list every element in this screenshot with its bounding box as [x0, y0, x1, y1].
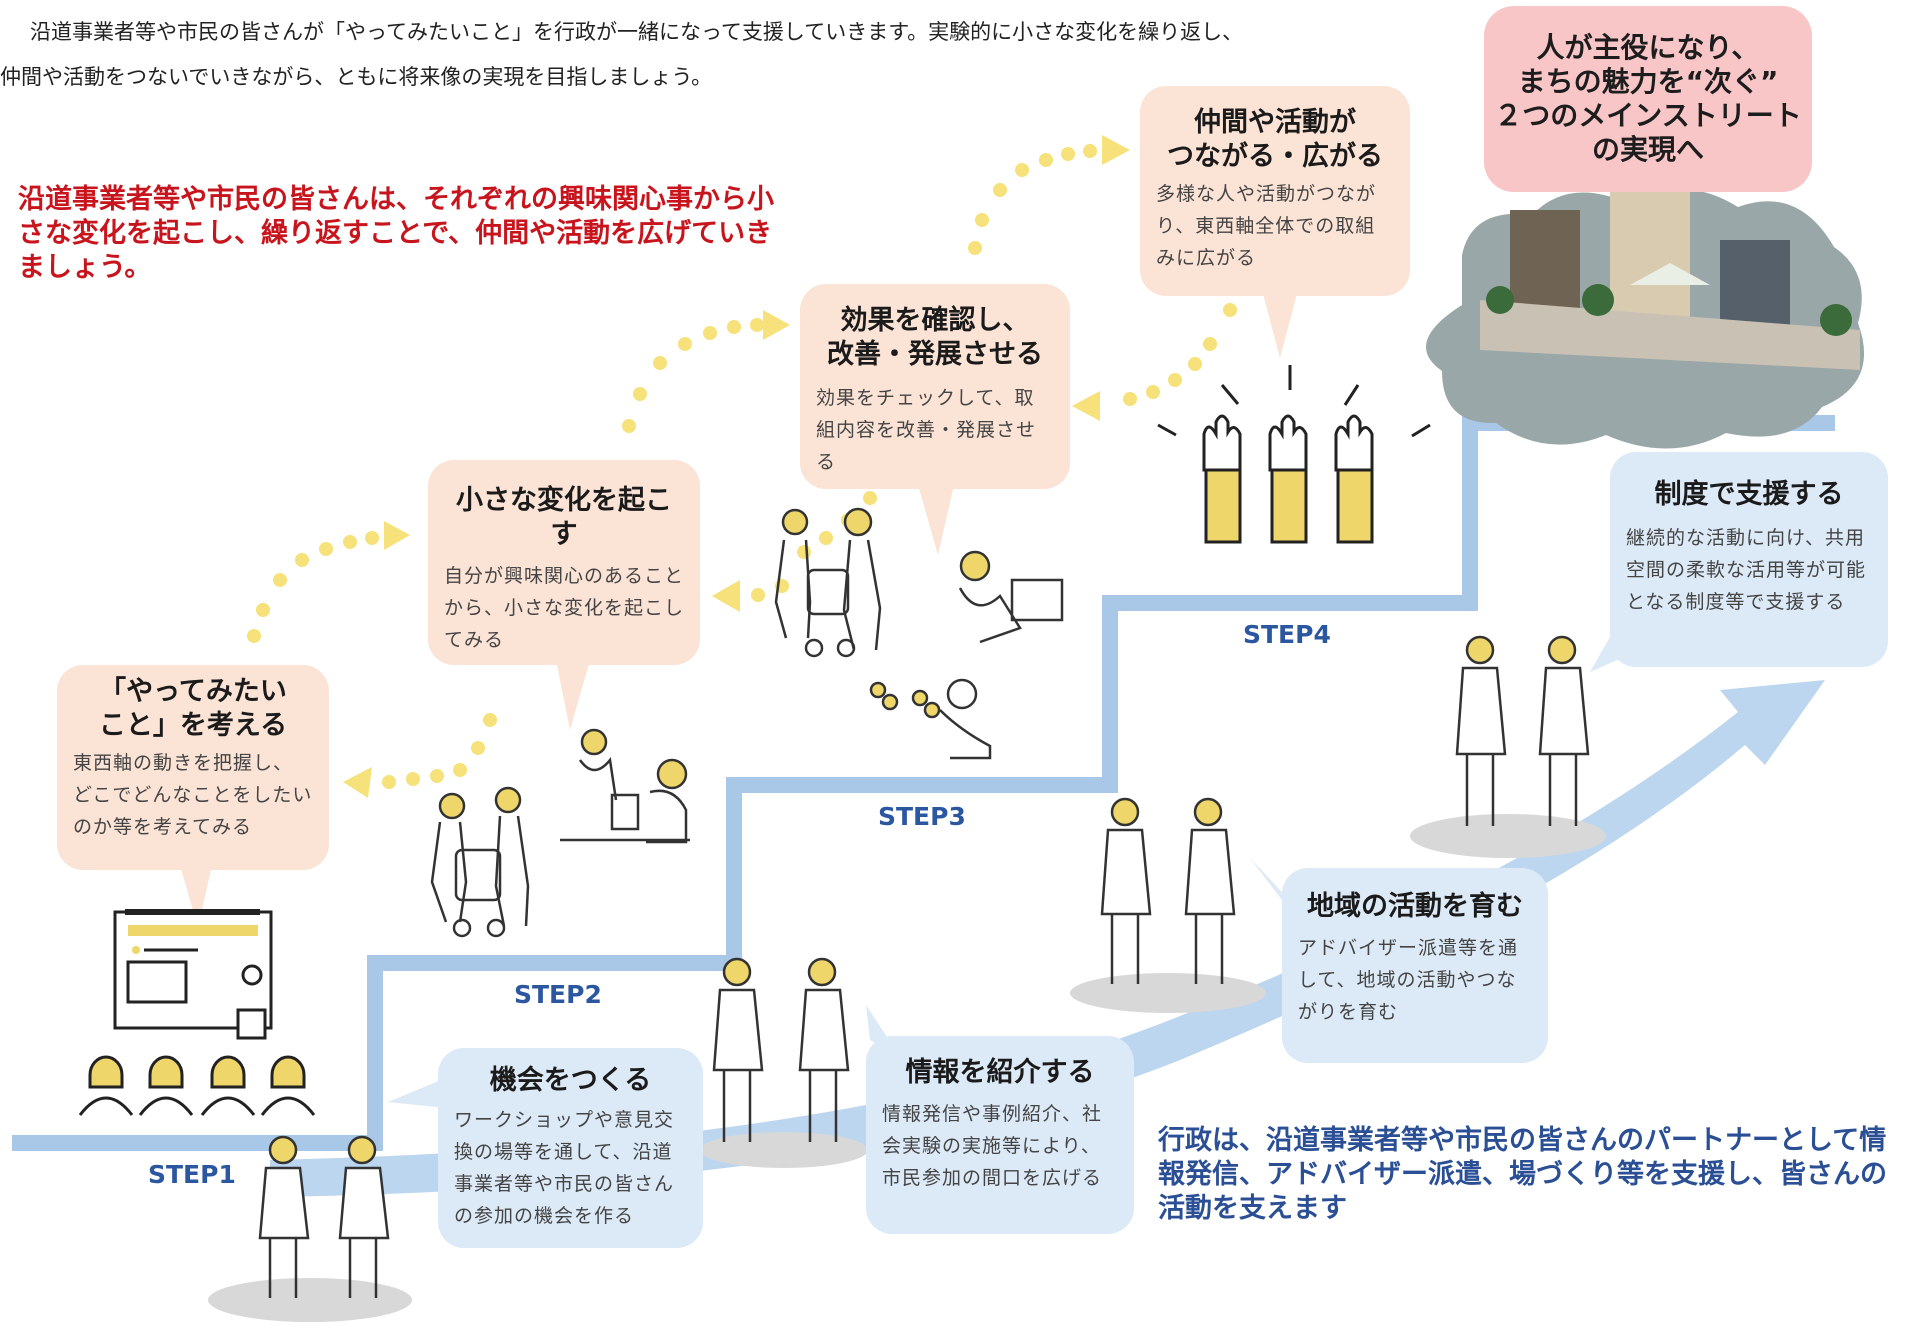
seminar-icon [78, 909, 316, 1116]
government-step-3: 地域の活動を育む アドバイザー派遣等を通して、地域の活動やつながりを育む [1282, 868, 1548, 1063]
dot-trail [247, 135, 1237, 798]
citizen-step-body: 効果をチェックして、取組内容を改善・発展させる [816, 387, 1037, 473]
family-stroller-icon [774, 507, 882, 658]
citizen-step-4: 仲間や活動が つながる・広がる 多様な人や活動がつながり、東西軸全体での取組みに… [1140, 86, 1410, 296]
citizen-step-body: 東西軸の動きを把握し、どこでどんなことをしたいのか等を考えてみる [73, 752, 313, 838]
government-step-title: 地域の活動を育む [1307, 891, 1523, 922]
step-label-2: STEP2 [514, 980, 602, 1009]
raised-hands-icon [1157, 365, 1431, 544]
step-label-4: STEP4 [1243, 620, 1331, 649]
citizen-step-body: 多様な人や活動がつながり、東西軸全体での取組みに広がる [1156, 183, 1377, 269]
step-label-3: STEP3 [878, 802, 966, 831]
citizen-step-title: 効果を確認し、 改善・発展させる [827, 305, 1043, 370]
market-icon [869, 550, 1064, 760]
townscape-photo [1426, 188, 1865, 449]
bubble-tail [918, 485, 954, 555]
government-step-body: 情報発信や事例紹介、社会実験の実施等により、市民参加の間口を広げる [882, 1103, 1103, 1189]
cafe-chat-icon [560, 728, 690, 844]
government-step-body: ワークショップや意見交換の場等を通して、沿道事業者等や市民の皆さんの参加の機会を… [454, 1109, 675, 1227]
citizen-step-title: 「やってみたい こと」を考える [98, 676, 288, 741]
step-label-1: STEP1 [148, 1160, 236, 1189]
bubble-tail [556, 660, 590, 730]
government-step-body: 継続的な活動に向け、共用空間の柔軟な活用等が可能となる制度等で支援する [1626, 527, 1867, 613]
government-lead: 行政は、沿道事業者等や市民の皆さんのパートナーとして情報発信、アドバイザー派遣、… [1158, 1125, 1887, 1224]
intro-text: 沿道事業者等や市民の皆さんが「やってみたいこと」を行政が一緒になって支援していき… [0, 10, 1406, 100]
family-stroller-icon [430, 786, 530, 938]
handshake-icon [208, 1135, 412, 1322]
citizen-step-title: 仲間や活動が つながる・広がる [1167, 107, 1383, 172]
goal-bubble: 人が主役になり、 まちの魅力を“次ぐ” ２つのメインストリート の実現へ [1484, 6, 1812, 192]
bubble-tail [1262, 290, 1298, 358]
government-step-2: 情報を紹介する 情報発信や事例紹介、社会実験の実施等により、市民参加の間口を広げ… [866, 1036, 1134, 1234]
government-step-title: 情報を紹介する [905, 1057, 1095, 1088]
government-step-title: 機会をつくる [489, 1065, 652, 1096]
citizen-step-body: 自分が興味関心のあることから、小さな変化を起こしてみる [444, 565, 685, 651]
staircase-line [12, 415, 1835, 1151]
government-step-body: アドバイザー派遣等を通して、地域の活動やつながりを育む [1298, 937, 1519, 1023]
handshake-icon [1410, 635, 1606, 858]
citizen-step-3: 効果を確認し、 改善・発展させる 効果をチェックして、取組内容を改善・発展させる [800, 284, 1070, 489]
government-step-title: 制度で支援する [1654, 479, 1844, 510]
citizen-step-title: 小さな変化を起こす [456, 485, 672, 550]
intro-line-2: 仲間や活動をつないでいきながら、ともに将来像の実現を目指しましょう。 [0, 65, 713, 89]
handshake-icon [1070, 797, 1266, 1013]
citizen-step-1: 「やってみたい こと」を考える 東西軸の動きを把握し、どこでどんなことをしたいの… [57, 665, 329, 870]
citizen-step-2: 小さな変化を起こす 自分が興味関心のあることから、小さな変化を起こしてみる [428, 460, 700, 665]
bubble-tail [180, 865, 212, 928]
government-step-1: 機会をつくる ワークショップや意見交換の場等を通して、沿道事業者等や市民の皆さん… [438, 1048, 703, 1248]
intro-line-1: 沿道事業者等や市民の皆さんが「やってみたいこと」を行政が一緒になって支援していき… [30, 20, 1244, 44]
citizen-lead: 沿道事業者等や市民の皆さんは、それぞれの興味関心事から小さな変化を起こし、繰り返… [18, 184, 774, 283]
government-step-4: 制度で支援する 継続的な活動に向け、共用空間の柔軟な活用等が可能となる制度等で支… [1610, 452, 1888, 667]
bubble-tail [388, 1078, 446, 1108]
handshake-icon [700, 957, 868, 1168]
